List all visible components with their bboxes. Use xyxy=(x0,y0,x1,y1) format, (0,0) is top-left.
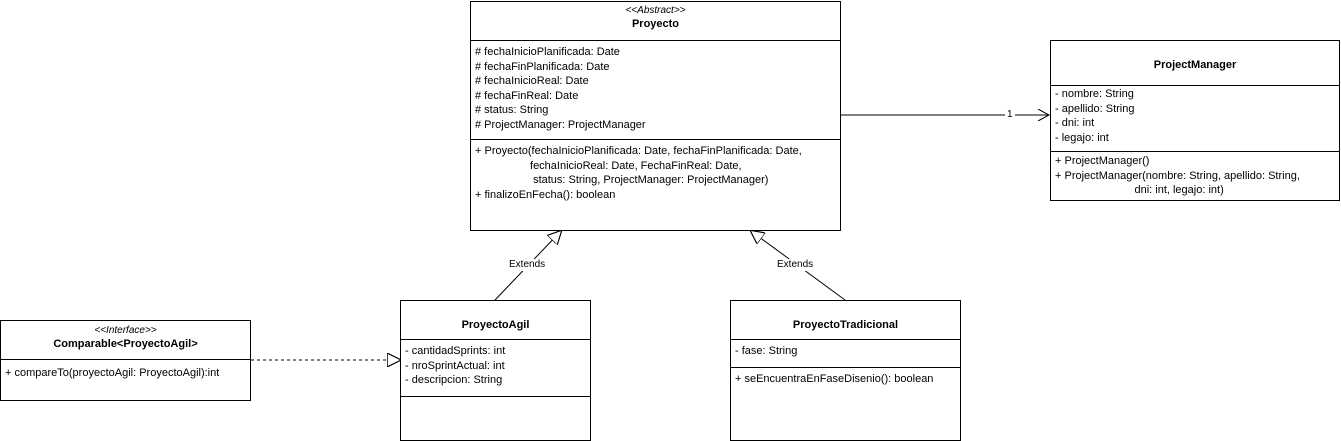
class-proyecto-agil[interactable]: ProyectoAgil - cantidadSprints: int - nr… xyxy=(400,300,591,441)
attribute: - dni: int xyxy=(1055,117,1095,129)
class-project-manager-attributes: - nombre: String - apellido: String - dn… xyxy=(1051,85,1339,151)
class-proyecto-name: Proyecto xyxy=(631,18,680,30)
class-proyecto[interactable]: <<Abstract>> Proyecto # fechaInicioPlani… xyxy=(470,1,841,231)
interface-comparable[interactable]: <<Interface>> Comparable<ProyectoAgil> +… xyxy=(0,320,251,401)
method: + ProjectManager() xyxy=(1055,155,1150,167)
method: + Proyecto(fechaInicioPlanificada: Date,… xyxy=(475,145,802,157)
class-proyecto-tradicional-attributes: - fase: String xyxy=(731,339,960,367)
interface-comparable-header: <<Interface>> Comparable<ProyectoAgil> xyxy=(1,321,250,359)
class-project-manager-header: ProjectManager xyxy=(1051,41,1339,85)
attribute: # fechaFinPlanificada: Date xyxy=(475,60,610,73)
method: + finalizoEnFecha(): boolean xyxy=(475,188,616,201)
attribute: - fase: String xyxy=(735,345,798,357)
attribute: - cantidadSprints: int xyxy=(405,345,506,357)
method: + seEncuentraEnFaseDisenio(): boolean xyxy=(735,373,934,385)
class-proyecto-agil-header: ProyectoAgil xyxy=(401,301,590,339)
attribute: # fechaInicioReal: Date xyxy=(475,75,589,87)
attribute: # status: String xyxy=(475,104,549,116)
method: + compareTo(proyectoAgil: ProyectoAgil):… xyxy=(5,367,220,379)
class-proyecto-attributes: # fechaInicioPlanificada: Date # fechaFi… xyxy=(471,40,840,139)
attribute: # fechaInicioPlanificada: Date xyxy=(475,46,620,58)
method: dni: int, legajo: int) xyxy=(1055,184,1224,196)
attribute: - descripcion: String xyxy=(405,374,503,386)
interface-stereotype: <<Interface>> xyxy=(94,325,157,336)
interface-comparable-methods: + compareTo(proyectoAgil: ProyectoAgil):… xyxy=(1,359,250,381)
method: status: String, ProjectManager: ProjectM… xyxy=(475,174,769,186)
attribute: - apellido: String xyxy=(1055,102,1135,115)
class-proyecto-methods: + Proyecto(fechaInicioPlanificada: Date,… xyxy=(471,139,840,202)
attribute: # fechaFinReal: Date xyxy=(475,89,579,102)
class-project-manager-methods: + ProjectManager() + ProjectManager(nomb… xyxy=(1051,151,1339,198)
class-proyecto-agil-attributes: - cantidadSprints: int - nroSprintActual… xyxy=(401,339,590,396)
attribute: # ProjectManager: ProjectManager xyxy=(475,118,646,131)
attribute: - nombre: String xyxy=(1055,88,1134,100)
abstract-stereotype: <<Abstract>> xyxy=(625,5,686,16)
attribute: - legajo: int xyxy=(1055,131,1109,144)
class-proyecto-tradicional-header: ProyectoTradicional xyxy=(731,301,960,339)
class-proyecto-header: <<Abstract>> Proyecto xyxy=(471,2,840,40)
attribute: - nroSprintActual: int xyxy=(405,359,505,372)
extends-label-tradicional: Extends xyxy=(776,259,815,271)
method: fechaInicioReal: Date, FechaFinReal: Dat… xyxy=(475,159,742,172)
class-project-manager[interactable]: ProjectManager - nombre: String - apelli… xyxy=(1050,40,1340,201)
extends-label-agil: Extends xyxy=(508,259,547,271)
interface-comparable-name: Comparable<ProyectoAgil> xyxy=(53,338,198,350)
class-proyecto-tradicional-name: ProyectoTradicional xyxy=(792,319,899,331)
class-proyecto-agil-methods xyxy=(401,396,590,401)
class-project-manager-name: ProjectManager xyxy=(1153,59,1237,71)
association-multiplicity: 1 xyxy=(1005,109,1015,121)
method: + ProjectManager(nombre: String, apellid… xyxy=(1055,169,1300,182)
class-proyecto-agil-name: ProyectoAgil xyxy=(461,319,530,331)
class-proyecto-tradicional-methods: + seEncuentraEnFaseDisenio(): boolean xyxy=(731,367,960,387)
class-proyecto-tradicional[interactable]: ProyectoTradicional - fase: String + seE… xyxy=(730,300,961,441)
